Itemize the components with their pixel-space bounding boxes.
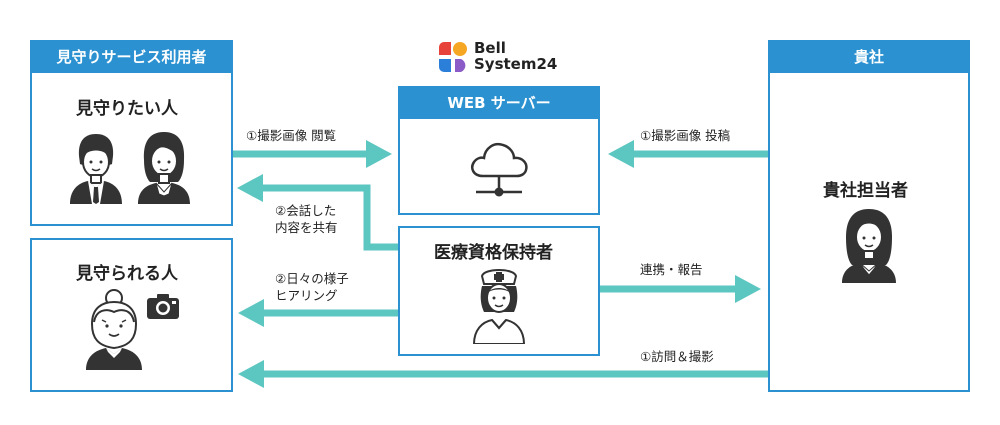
elderly-woman-icon	[86, 289, 142, 370]
female-staff-icon	[842, 209, 896, 283]
arrow-report-head	[735, 275, 761, 303]
web-server-header: WEB サーバー	[398, 86, 600, 118]
nurse-title: 医療資格保持者	[434, 243, 553, 263]
label-visit: ①訪問＆撮影	[640, 349, 714, 364]
woman-avatar-icon	[138, 132, 190, 204]
company-header-text: 貴社	[853, 47, 884, 66]
man-avatar-icon	[70, 134, 122, 204]
bellsystem-logo-icon	[439, 42, 467, 72]
camera-icon	[147, 294, 179, 319]
nurse-icon	[472, 269, 526, 344]
label-share-line2: 内容を共有	[275, 220, 338, 235]
staff-title: 貴社担当者	[823, 181, 908, 201]
logo-line1: Bell	[474, 39, 506, 57]
label-photo-post: ①撮影画像 投稿	[640, 128, 731, 143]
watched-title: 見守られる人	[76, 264, 178, 284]
arrow-photo-view-head	[366, 140, 392, 168]
watchers-title: 見守りたい人	[76, 99, 178, 119]
service-user-header: 見守りサービス利用者	[30, 40, 233, 72]
logo-line2: System24	[474, 55, 558, 73]
label-report: 連携・報告	[640, 262, 703, 277]
arrow-share-head	[237, 174, 263, 202]
arrow-photo-post-head	[608, 140, 634, 168]
label-photo-view: ①撮影画像 閲覧	[246, 128, 337, 143]
arrow-share-line	[261, 184, 398, 251]
web-server-box	[398, 117, 600, 215]
cloud-server-icon	[471, 143, 528, 197]
service-user-header-text: 見守りサービス利用者	[56, 47, 207, 66]
arrow-hearing-head	[238, 299, 264, 327]
label-hearing-line1: ②日々の様子	[275, 271, 349, 286]
company-header: 貴社	[768, 40, 970, 72]
label-hearing-line2: ヒアリング	[275, 288, 338, 303]
watchers-box	[30, 71, 233, 226]
label-share-line1: ②会話した	[275, 203, 337, 218]
web-server-header-text: WEB サーバー	[447, 93, 551, 112]
arrow-visit-head	[238, 360, 264, 388]
